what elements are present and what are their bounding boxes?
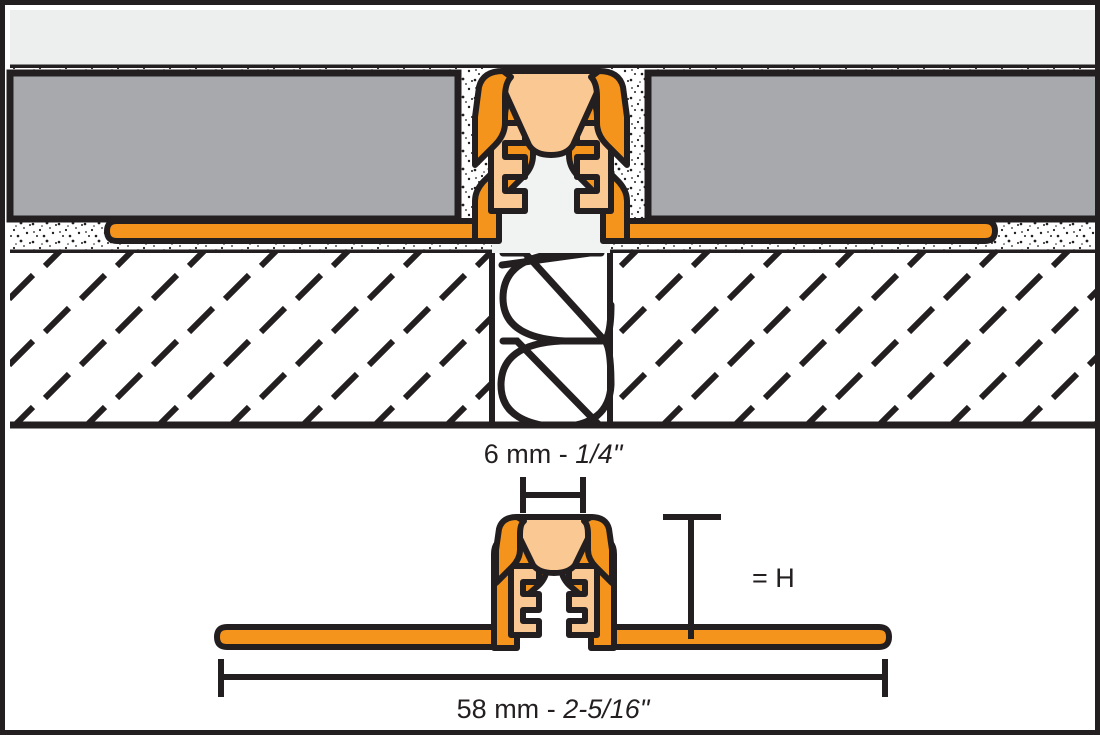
profile-width-label: 58 mm - 2-5/16" <box>457 694 651 724</box>
height-dimension-graphic <box>663 514 721 639</box>
top-air-band <box>10 10 1095 72</box>
joint-backer-rod <box>489 253 615 425</box>
joint-width-label: 6 mm - 1/4" <box>484 439 624 469</box>
tile-layer <box>6 69 1095 223</box>
movement-profile-top <box>104 66 998 253</box>
profile-width-dimension-graphic <box>218 659 888 697</box>
height-label: = H <box>752 563 795 593</box>
movement-profile-detail <box>214 514 892 651</box>
joint-width-dimension-graphic <box>520 477 586 513</box>
technical-diagram: 6 mm - 1/4" <box>6 10 1095 724</box>
